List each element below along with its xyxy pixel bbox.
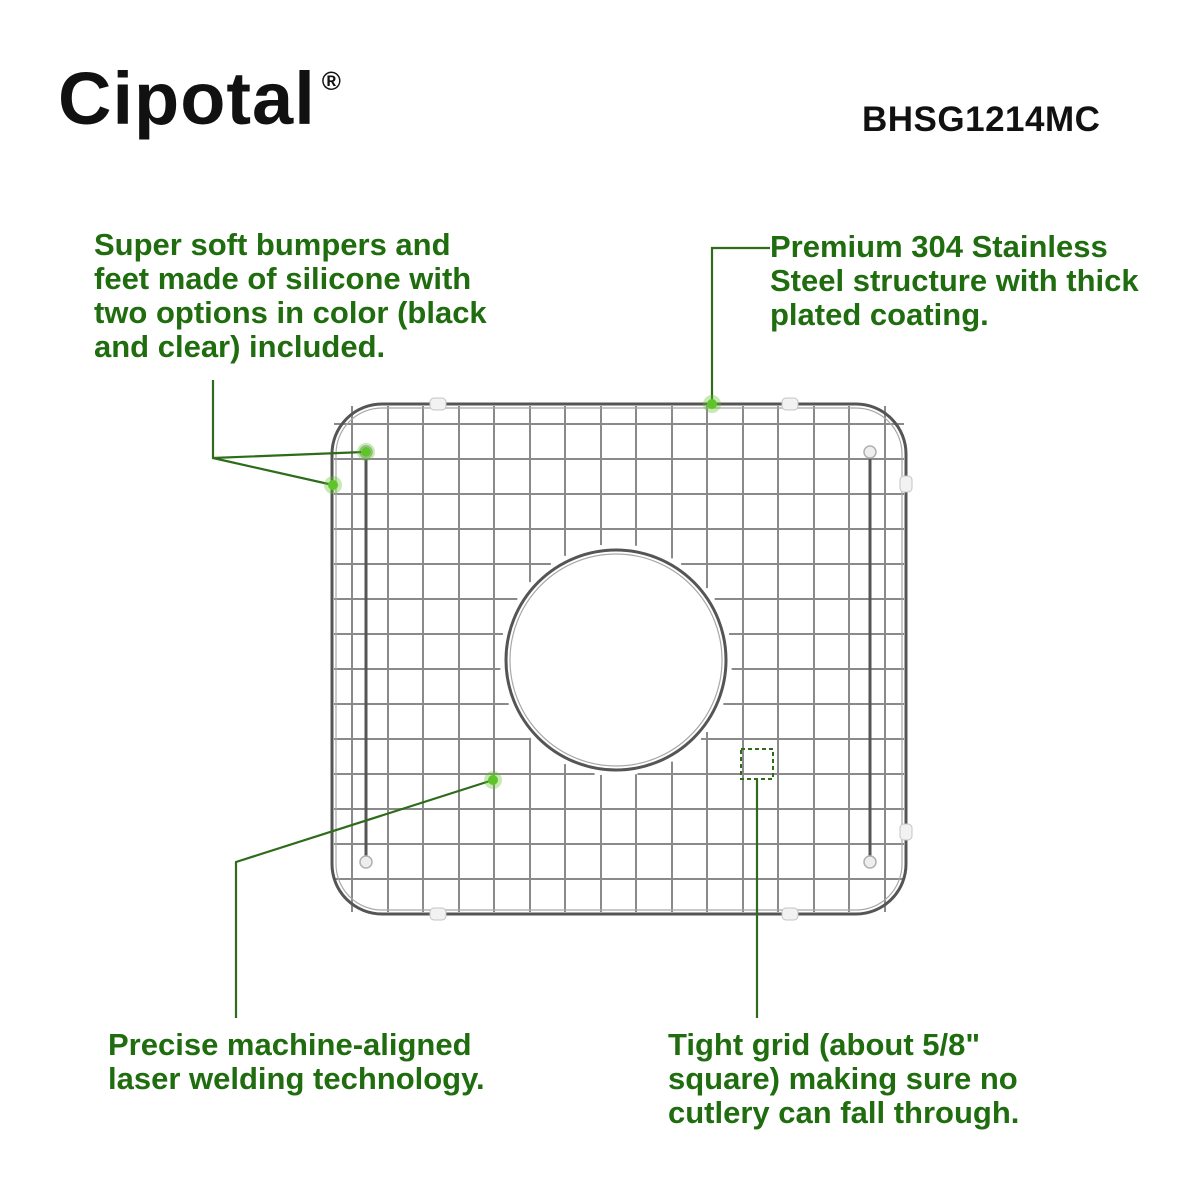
marker-dots bbox=[324, 395, 721, 789]
silicone-foot bbox=[863, 855, 877, 869]
outer-frame-inner-edge bbox=[335, 407, 903, 911]
callout-grid: Tight grid (about 5/8" square) making su… bbox=[668, 1027, 1020, 1130]
drain-ring-inner-edge bbox=[509, 553, 723, 767]
outer-frame bbox=[330, 402, 908, 916]
leader-line bbox=[234, 778, 494, 1018]
grid-wires bbox=[334, 406, 904, 912]
brand-name: Cipotal bbox=[58, 57, 316, 140]
marker-dot bbox=[328, 480, 338, 490]
callout-steel: Premium 304 Stainless Steel structure wi… bbox=[770, 229, 1139, 332]
callout-welding: Precise machine-aligned laser welding te… bbox=[108, 1027, 485, 1096]
leader-line bbox=[710, 246, 770, 402]
silicone-bumper bbox=[899, 823, 913, 841]
silicone-bumper bbox=[781, 397, 799, 411]
leader-lines bbox=[211, 246, 770, 1018]
callout-bumpers: Super soft bumpers and feet made of sili… bbox=[94, 227, 487, 364]
silicone-foot bbox=[863, 445, 877, 459]
grid-frame bbox=[330, 402, 908, 916]
leader-line bbox=[212, 456, 334, 487]
brand-logo: Cipotal® bbox=[58, 62, 341, 136]
marker-dot bbox=[361, 447, 371, 457]
silicone-bumper bbox=[429, 397, 447, 411]
silicone-bumper bbox=[899, 475, 913, 493]
marker-dot bbox=[707, 399, 717, 409]
marker-dot bbox=[488, 775, 498, 785]
model-number: BHSG1214MC bbox=[862, 100, 1101, 139]
drain-ring bbox=[504, 548, 728, 772]
silicone-foot bbox=[359, 855, 373, 869]
silicone-bumper bbox=[781, 907, 799, 921]
silicone-bumper bbox=[429, 907, 447, 921]
registered-mark: ® bbox=[321, 66, 342, 96]
leader-line bbox=[211, 380, 365, 460]
